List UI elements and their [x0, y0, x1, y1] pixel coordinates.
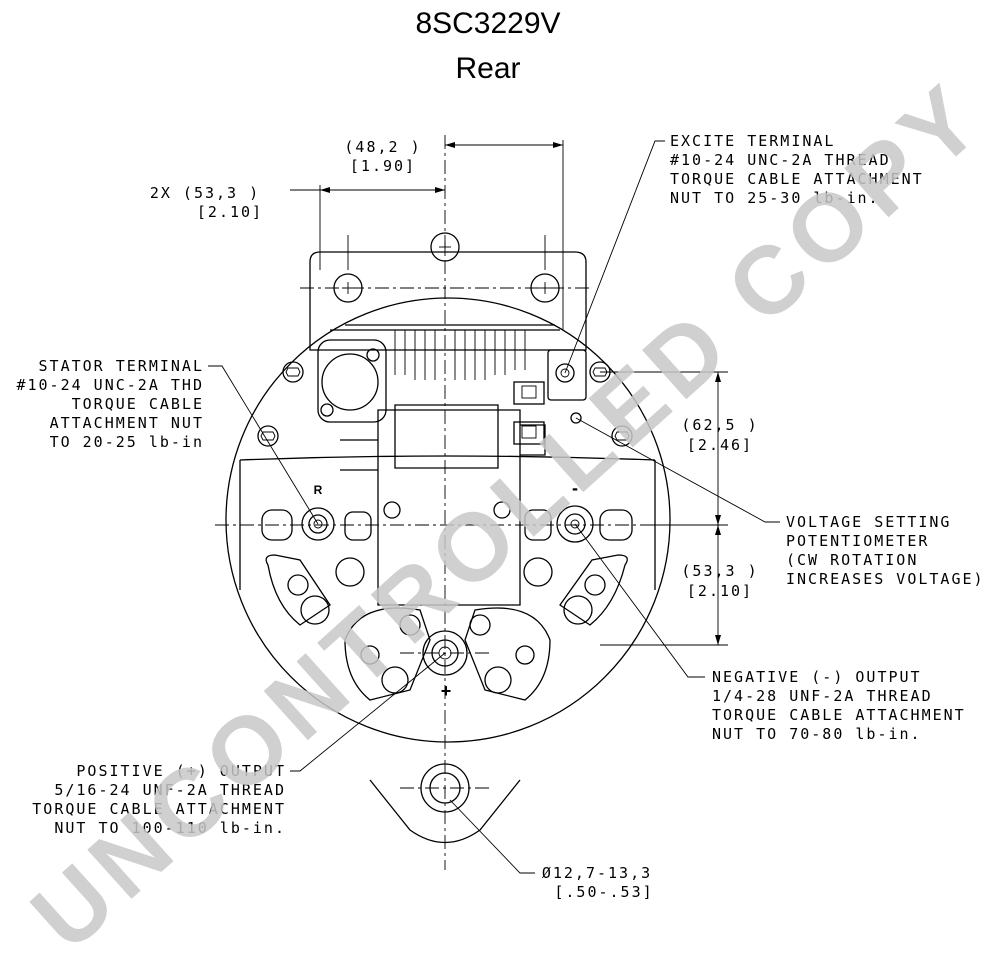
voltage-line-4: INCREASES VOLTAGE): [786, 570, 985, 588]
regulator: [340, 404, 546, 606]
dim-upper-mm: (62,5 ): [681, 416, 758, 434]
positive-line-2: 5/16-24 UNF-2A THREAD: [54, 781, 286, 799]
connector-plugs: [513, 381, 545, 445]
stator-line-2: #10-24 UNC-2A THD: [16, 376, 204, 394]
negative-terminal: [524, 505, 633, 543]
positive-mark: +: [441, 681, 452, 701]
voltage-line-3: (CW ROTATION: [786, 551, 918, 569]
stator-line-4: ATTACHMENT NUT: [50, 414, 204, 432]
excite-line-3: TORQUE CABLE ATTACHMENT: [670, 170, 924, 188]
excite-line-1: EXCITE TERMINAL: [670, 132, 835, 150]
vents: [265, 554, 628, 701]
stator-terminal: [261, 507, 372, 541]
voltage-line-2: POTENTIOMETER: [786, 532, 929, 550]
top-mounting-holes: [333, 232, 560, 303]
potentiometer-screw: [570, 412, 582, 424]
dim-spacing-in: [2.10]: [197, 203, 263, 221]
alternator-body: [225, 251, 671, 843]
stator-line-5: TO 20-25 lb-in: [50, 433, 204, 451]
stator-line-1: STATOR TERMINAL: [39, 357, 204, 375]
callout-stator-terminal: STATOR TERMINAL #10-24 UNC-2A THD TORQUE…: [16, 357, 204, 451]
negative-line-1: NEGATIVE (-) OUTPUT: [712, 668, 922, 686]
callout-negative-output: NEGATIVE (-) OUTPUT 1/4-28 UNF-2A THREAD…: [712, 668, 966, 743]
dimension-lines: [290, 140, 728, 646]
dim-lower-mm: (53,3 ): [681, 562, 758, 580]
excite-line-4: NUT TO 25-30 lb-in.: [670, 189, 880, 207]
callout-voltage-setting: VOLTAGE SETTING POTENTIOMETER (CW ROTATI…: [786, 513, 985, 588]
dim-upper-in: [2.46]: [687, 436, 753, 454]
excite-line-2: #10-24 UNC-2A THREAD: [670, 151, 891, 169]
dim-bore-in: [.50-.53]: [554, 883, 653, 901]
positive-line-3: TORQUE CABLE ATTACHMENT: [32, 800, 286, 818]
callout-positive-output: POSITIVE (+) OUTPUT 5/16-24 UNF-2A THREA…: [32, 762, 286, 837]
positive-line-1: POSITIVE (+) OUTPUT: [76, 762, 286, 780]
excite-terminal: [547, 349, 587, 401]
negative-line-2: 1/4-28 UNF-2A THREAD: [712, 687, 933, 705]
voltage-line-1: VOLTAGE SETTING: [786, 513, 951, 531]
mounting-bore: [420, 763, 470, 813]
drawing-subtitle: Rear: [455, 52, 520, 85]
cooling-fins: [394, 330, 526, 380]
negative-line-4: NUT TO 70-80 lb-in.: [712, 725, 922, 743]
negative-line-3: TORQUE CABLE ATTACHMENT: [712, 706, 966, 724]
dim-lower-in: [2.10]: [687, 582, 753, 600]
dim-spacing-mm: 2X (53,3 ): [150, 184, 260, 202]
bearing-cap: [317, 339, 387, 423]
dim-center-mm: (48,2 ): [344, 138, 421, 156]
callout-excite-terminal: EXCITE TERMINAL #10-24 UNC-2A THREAD TOR…: [670, 132, 924, 207]
stator-mark: R: [314, 483, 323, 497]
dim-center-in: [1.90]: [350, 157, 416, 175]
drawing-title: 8SC3229V: [415, 7, 560, 40]
dim-bore-mm: Ø12,7-13,3: [542, 864, 652, 882]
leader-lines: [208, 140, 780, 874]
positive-terminal: [422, 630, 468, 676]
stator-line-3: TORQUE CABLE: [72, 395, 204, 413]
negative-mark: -: [572, 478, 578, 498]
positive-line-4: NUT TO 100-110 lb-in.: [54, 819, 286, 837]
